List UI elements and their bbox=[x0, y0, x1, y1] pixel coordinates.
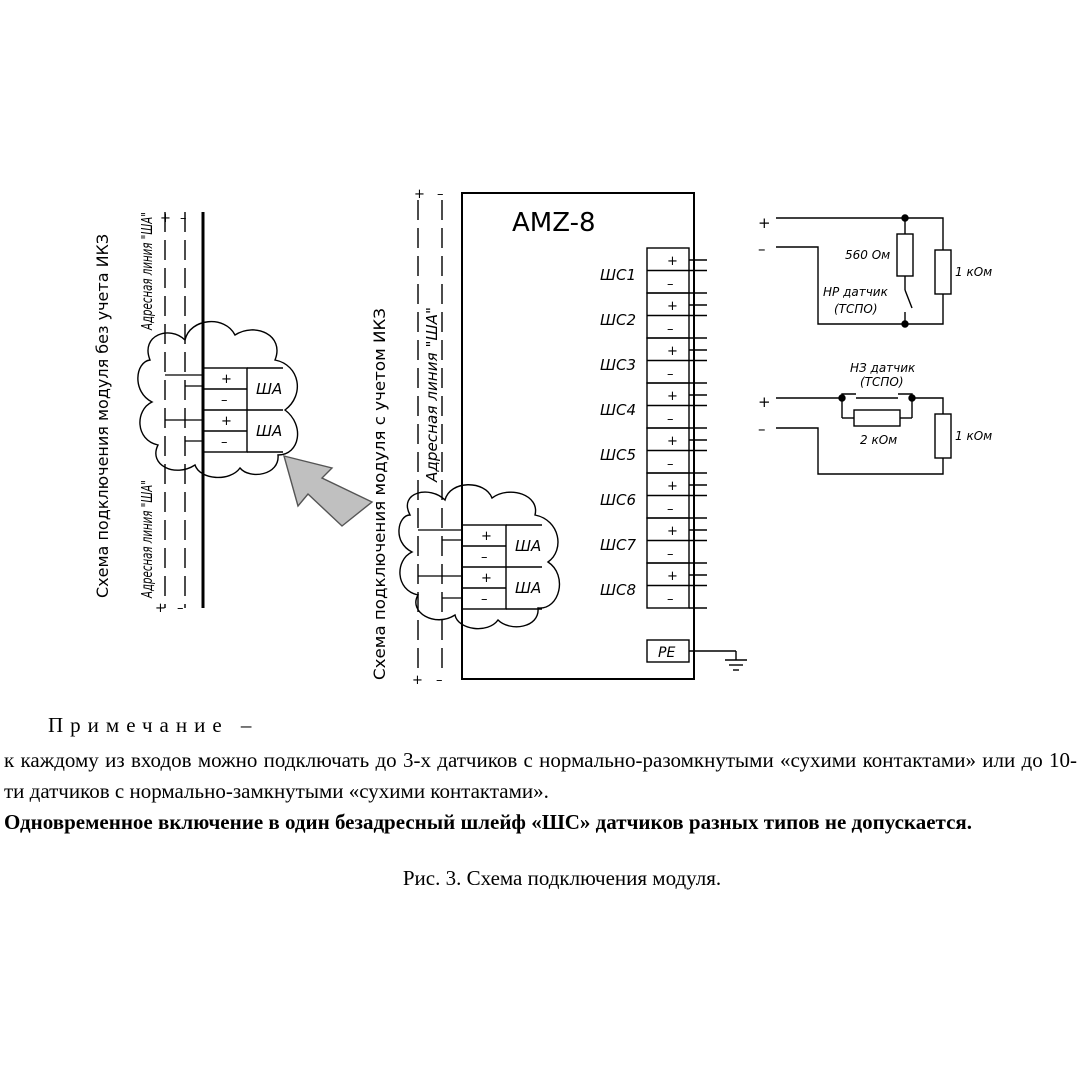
right-terminal-label-2: ША bbox=[515, 579, 541, 597]
loop-terminal-3: + – ШС3 bbox=[600, 337, 707, 384]
loop-minus: – bbox=[667, 322, 674, 337]
right-terminal-plus-1: + bbox=[481, 529, 492, 544]
right-scheme: Схема подключения модуля с учетом ИКЗ Ад… bbox=[370, 187, 747, 688]
nr-sensor-circuit: + – 560 Ом 1 кОм НР датчик (ТСПО) bbox=[758, 214, 992, 328]
left-terminal-minus-2: – bbox=[221, 435, 228, 450]
loop-plus: + bbox=[667, 254, 678, 269]
resistor-560 bbox=[896, 233, 914, 277]
loop-plus: + bbox=[667, 299, 678, 314]
nz-sensor-circuit: НЗ датчик (ТСПО) + – 2 кОм 1 кОм bbox=[758, 361, 992, 475]
loop-label: ШС1 bbox=[600, 266, 636, 284]
nr-switch bbox=[904, 289, 913, 324]
right-line-label: Адресная линия "ША" bbox=[423, 307, 441, 483]
loop-minus: – bbox=[667, 547, 674, 562]
loop-terminal-4: + – ШС4 bbox=[600, 382, 707, 429]
nz-sensor-label-2: (ТСПО) bbox=[860, 375, 904, 389]
right-bottom-plus: + bbox=[412, 673, 423, 688]
right-bottom-minus: – bbox=[436, 673, 443, 688]
loop-label: ШС8 bbox=[600, 581, 636, 599]
loop-label: ШС2 bbox=[600, 311, 636, 329]
loop-plus: + bbox=[667, 344, 678, 359]
nr-sensor-label-1: НР датчик bbox=[823, 285, 889, 299]
nz-sensor-label-1: НЗ датчик bbox=[850, 361, 916, 375]
left-terminal-plus-2: + bbox=[221, 414, 232, 429]
right-top-minus: – bbox=[437, 187, 444, 202]
loop-label: ШС4 bbox=[600, 401, 636, 419]
nz-r2k-label: 2 кОм bbox=[860, 433, 897, 447]
right-terminal-plus-2: + bbox=[481, 571, 492, 586]
nr-r1k-label: 1 кОм bbox=[955, 265, 992, 279]
nr-minus: – bbox=[758, 240, 766, 258]
loop-label: ШС5 bbox=[600, 446, 636, 464]
right-terminal-minus-2: – bbox=[481, 592, 488, 607]
connection-diagram: Схема подключения модуля без учета ИКЗ А… bbox=[93, 187, 992, 688]
loop-minus: – bbox=[667, 367, 674, 382]
left-terminal-minus-1: – bbox=[221, 393, 228, 408]
right-cloud bbox=[398, 484, 561, 630]
left-bottom-plus: + bbox=[155, 601, 166, 616]
loop-label: ШС3 bbox=[600, 356, 636, 374]
left-line-top-label: Адресная линия "ША" bbox=[138, 212, 156, 331]
pe-label: PE bbox=[658, 645, 675, 661]
amz8-module bbox=[461, 192, 695, 680]
loop-plus: + bbox=[667, 389, 678, 404]
note-warning: Одновременное включение в один безадресн… bbox=[4, 810, 973, 834]
nz-r1k-label: 1 кОм bbox=[955, 429, 992, 443]
loop-minus: – bbox=[667, 412, 674, 427]
loop-minus: – bbox=[667, 277, 674, 292]
loop-terminals: + – ШС1 + – ШС2 + – ШС3 + – ШС4 + – ШС5 + – ШС6 + – ШС7 + – ШС8 bbox=[600, 247, 707, 609]
ground-icon bbox=[689, 650, 747, 671]
right-terminal-minus-1: – bbox=[481, 550, 488, 565]
figure-caption: Рис. 3. Схема подключения модуля. bbox=[402, 866, 722, 890]
left-terminal-plus-1: + bbox=[221, 372, 232, 387]
left-top-minus: – bbox=[180, 211, 187, 226]
resistor-2k bbox=[853, 409, 901, 427]
left-bottom-minus: – bbox=[177, 601, 184, 616]
loop-plus: + bbox=[667, 569, 678, 584]
loop-plus: + bbox=[667, 434, 678, 449]
loop-terminal-7: + – ШС7 bbox=[600, 517, 707, 564]
loop-plus: + bbox=[667, 524, 678, 539]
right-scheme-caption: Схема подключения модуля с учетом ИКЗ bbox=[370, 308, 389, 680]
nr-sensor-label-2: (ТСПО) bbox=[834, 302, 878, 316]
note-body: к каждому из входов можно подключать до … bbox=[4, 748, 1077, 803]
loop-terminal-2: + – ШС2 bbox=[600, 292, 707, 339]
left-terminal-label-1: ША bbox=[256, 380, 282, 398]
module-title: AMZ-8 bbox=[512, 208, 596, 238]
left-top-plus: + bbox=[160, 211, 171, 226]
right-top-plus: + bbox=[414, 187, 425, 202]
right-terminal-label-1: ША bbox=[515, 537, 541, 555]
loop-terminal-8: + – ШС8 bbox=[600, 562, 707, 609]
loop-minus: – bbox=[667, 592, 674, 607]
loop-terminal-5: + – ШС5 bbox=[600, 427, 707, 474]
resistor-1k-nr bbox=[934, 249, 952, 295]
left-scheme: Схема подключения модуля без учета ИКЗ А… bbox=[93, 211, 299, 616]
nz-minus: – bbox=[758, 420, 766, 438]
loop-plus: + bbox=[667, 479, 678, 494]
loop-minus: – bbox=[667, 502, 674, 517]
loop-terminal-6: + – ШС6 bbox=[600, 472, 707, 519]
nr-plus: + bbox=[758, 214, 771, 232]
nr-r560-label: 560 Ом bbox=[845, 248, 890, 262]
nz-plus: + bbox=[758, 393, 771, 411]
nz-switch bbox=[841, 393, 913, 399]
loop-minus: – bbox=[667, 457, 674, 472]
note-heading: Примечание – bbox=[48, 713, 259, 737]
loop-label: ШС6 bbox=[600, 491, 636, 509]
pointer-arrow bbox=[283, 455, 374, 527]
loop-terminal-1: + – ШС1 bbox=[600, 247, 707, 294]
left-scheme-caption: Схема подключения модуля без учета ИКЗ bbox=[93, 234, 112, 598]
left-line-bottom-label: Адресная линия "ША" bbox=[138, 480, 156, 599]
left-terminal-label-2: ША bbox=[256, 422, 282, 440]
loop-label: ШС7 bbox=[600, 536, 637, 554]
left-cloud bbox=[137, 320, 299, 479]
resistor-1k-nz bbox=[934, 413, 952, 459]
